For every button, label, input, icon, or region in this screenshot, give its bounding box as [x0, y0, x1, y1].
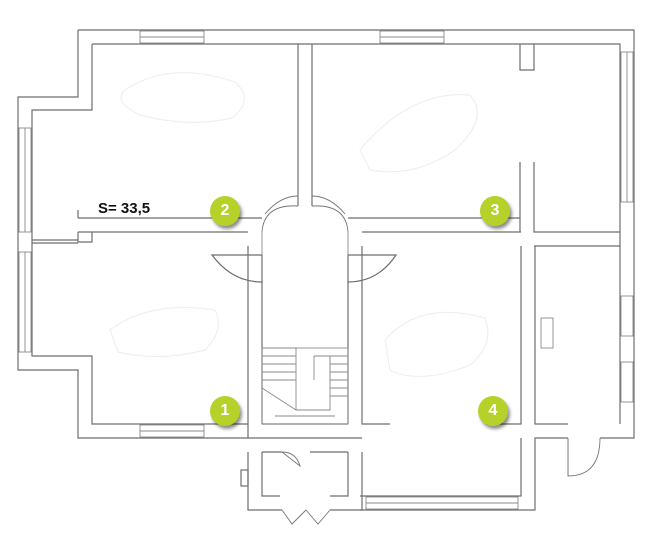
doors [261, 195, 601, 525]
room-marker-1: 1 [210, 396, 240, 426]
furniture-ghosts [109, 72, 489, 377]
room-marker-2: 2 [210, 196, 240, 226]
outer-walls [17, 29, 635, 511]
area-label: S= 33,5 [98, 200, 151, 217]
room-marker-3: 3 [480, 196, 510, 226]
windows [18, 30, 634, 510]
staircase [261, 347, 349, 425]
interior-walls [32, 44, 620, 511]
room-marker-4: 4 [478, 396, 508, 426]
central-hall [210, 232, 398, 283]
